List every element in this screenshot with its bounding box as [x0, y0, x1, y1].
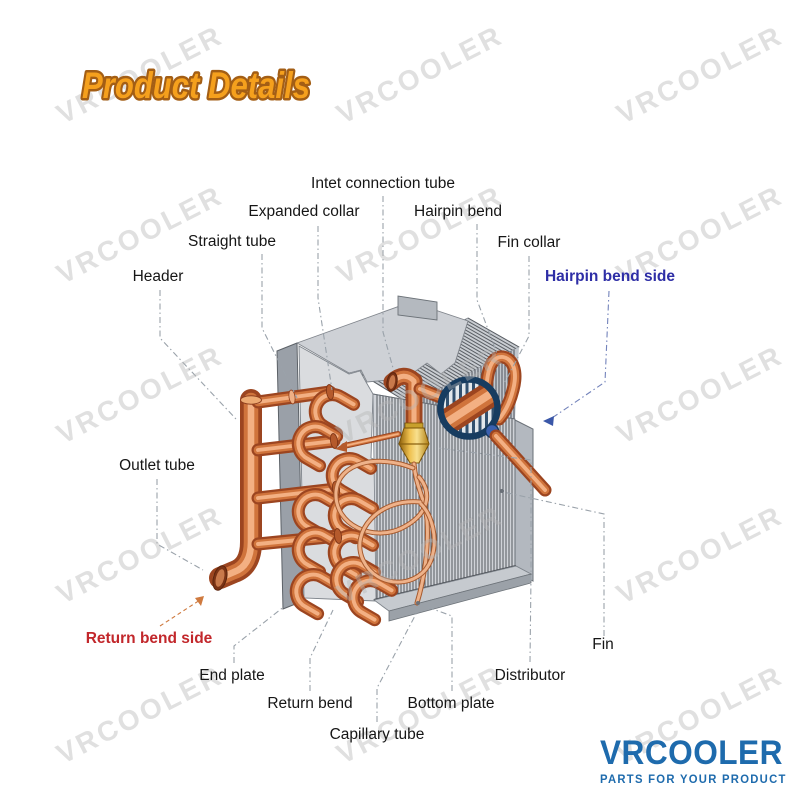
- label-hairpin-bend-side: Hairpin bend side: [544, 268, 676, 285]
- leader-end-plate: [233, 601, 291, 663]
- arrowhead-hairpin-side: [543, 416, 554, 426]
- leader-header: [159, 290, 237, 420]
- label-fin-collar: Fin collar: [497, 234, 561, 251]
- sensor-tube: [335, 441, 347, 452]
- capillary-tubes: [333, 458, 437, 606]
- right-side-plate: [514, 419, 534, 582]
- leader-fin: [502, 491, 605, 636]
- label-expanded-collar: Expanded collar: [248, 203, 360, 220]
- label-outlet-tube: Outlet tube: [119, 457, 195, 474]
- label-return-bend: Return bend: [267, 695, 353, 712]
- copper-tubes: [209, 350, 522, 627]
- magnifier: [437, 376, 552, 497]
- label-return-bend-side: Return bend side: [85, 630, 213, 647]
- leader-bottom-plate: [418, 603, 453, 691]
- label-hairpin-bend: Hairpin bend: [414, 203, 502, 220]
- outlet-tube-opening: [212, 565, 228, 591]
- label-end-plate: End plate: [199, 667, 265, 684]
- leader-return-side: [159, 599, 201, 627]
- label-fin: Fin: [592, 636, 614, 653]
- magnifier-handle: [489, 429, 552, 497]
- leader-outlet-tube: [156, 479, 204, 571]
- dot-bottom-plate: [416, 601, 420, 605]
- dot-fin: [500, 489, 504, 493]
- leader-lines: [156, 196, 610, 722]
- back-flange: [397, 295, 438, 321]
- brand-name: VRCOOLER: [600, 734, 783, 772]
- leader-capillary: [376, 611, 418, 722]
- leader-inlet-tube: [382, 196, 394, 369]
- distributor-cone: [398, 422, 430, 464]
- label-bottom-plate: Bottom plate: [407, 695, 495, 712]
- arrowhead-return-side: [195, 596, 204, 606]
- label-straight-tube: Straight tube: [188, 233, 276, 250]
- magnifier-ring: [437, 376, 501, 440]
- leader-hairpin-side: [548, 290, 610, 421]
- leader-straight-tube: [261, 254, 298, 399]
- bottom-plate-front: [388, 573, 532, 622]
- label-header: Header: [132, 268, 184, 285]
- leader-expanded-collar: [317, 226, 333, 391]
- title-block: Product Details: [80, 63, 313, 109]
- label-inlet-connection-tube: Intet connection tube: [311, 175, 455, 192]
- leader-distributor: [437, 447, 532, 663]
- label-capillary-tube: Capillary tube: [329, 726, 425, 743]
- label-distributor: Distributor: [494, 667, 566, 684]
- inlet-tube-opening: [386, 372, 398, 392]
- page-title: Product Details: [82, 65, 310, 106]
- brand-logo: VRCOOLER PARTS FOR YOUR PRODUCT: [600, 735, 800, 786]
- leader-return-bend: [309, 609, 334, 691]
- top-plate: [295, 301, 469, 383]
- header-top-cap: [240, 395, 262, 405]
- brand-tagline: PARTS FOR YOUR PRODUCT: [600, 774, 787, 786]
